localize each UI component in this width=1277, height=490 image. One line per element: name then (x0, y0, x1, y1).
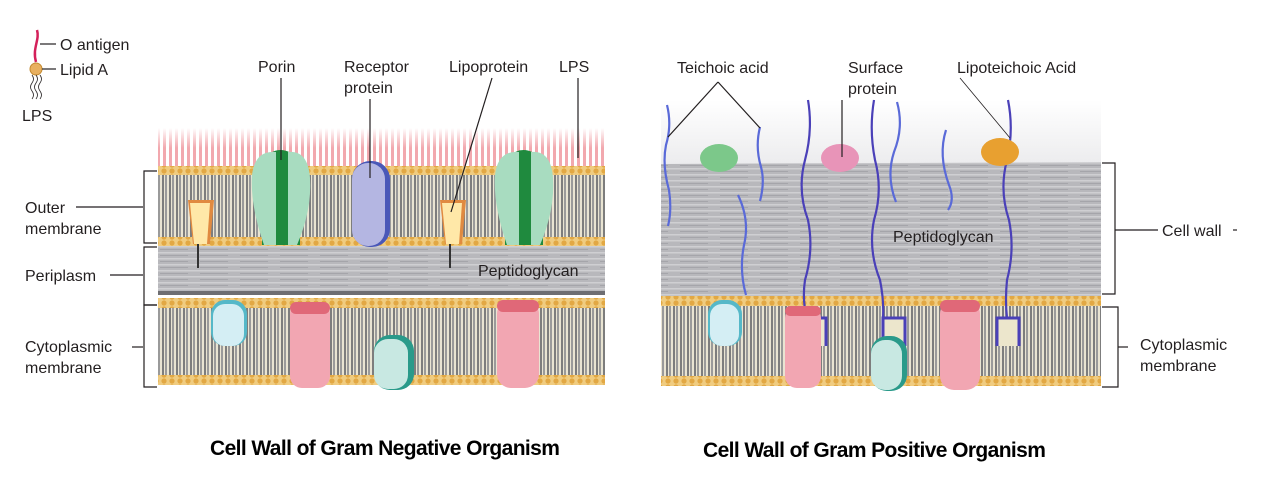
cyto-protein-pink-2 (497, 300, 539, 388)
lps-legend-label: LPS (22, 108, 52, 125)
receptor-label-2: protein (344, 80, 393, 97)
negative-side-labels: Outer membrane Periplasm Cytoplasmic mem… (25, 170, 157, 388)
surface-protein-orange (981, 138, 1019, 166)
cyto-protein-pink-1 (290, 302, 330, 388)
peptidoglycan-label-neg: Peptidoglycan (478, 263, 579, 280)
gp-cyto-protein-pink-1 (785, 306, 821, 388)
o-antigen-icon (33, 29, 39, 63)
gp-membrane-head-top (661, 296, 1101, 306)
peptidoglycan-layer (158, 246, 605, 294)
lipoprotein-2 (440, 200, 466, 268)
surface-protein-label-2: protein (848, 81, 897, 98)
lipid-a-icon (29, 62, 43, 76)
porin-1 (251, 150, 311, 245)
periplasm-bracket (143, 246, 157, 306)
lipoteichoic-strand-1 (800, 99, 812, 319)
negative-top-labels: Porin Receptor protein Lipoprotein LPS (258, 59, 589, 213)
teichoic-strand-2 (756, 126, 764, 202)
teichoic-strand-3 (737, 194, 748, 296)
gram-positive-wall: Peptidoglycan (661, 99, 1101, 391)
teichoic-acid-label: Teichoic acid (677, 60, 769, 77)
gram-negative-wall: Peptidoglycan (158, 128, 605, 390)
lipoprotein-label: Lipoprotein (449, 59, 528, 76)
outer-membrane-label-1: Outer (25, 200, 66, 217)
lipoprotein-1 (188, 200, 214, 268)
outer-membrane-bracket (143, 170, 157, 244)
cell-wall-bracket (1102, 162, 1116, 295)
surface-protein-green (700, 144, 738, 172)
positive-side-labels: Cell wall Cytoplasmic membrane (1102, 162, 1237, 388)
outer-membrane-label-2: membrane (25, 221, 102, 238)
caption-gram-positive: Cell Wall of Gram Positive Organism (703, 439, 1045, 462)
receptor-label-1: Receptor (344, 59, 410, 76)
surface-protein-pink (821, 144, 859, 172)
lipid-a-label: Lipid A (60, 62, 108, 79)
lipoteichoic-strand-2 (870, 99, 885, 319)
cell-wall-label: Cell wall (1162, 223, 1222, 240)
teichoic-strand-5 (941, 129, 953, 211)
peptidoglycan-thick-layer (661, 162, 1101, 296)
lipid-tails-icon (30, 74, 42, 100)
cyto-membrane-label-pos-1: Cytoplasmic (1140, 337, 1227, 354)
lipoteichoic-acid-label: Lipoteichoic Acid (957, 60, 1076, 77)
o-antigen-label: O antigen (60, 37, 129, 54)
periplasm-label: Periplasm (25, 268, 96, 285)
teichoic-strand-4 (889, 101, 901, 203)
caption-gram-negative: Cell Wall of Gram Negative Organism (210, 437, 559, 460)
porin-label: Porin (258, 59, 295, 76)
lps-label: LPS (559, 59, 589, 76)
surface-protein-label-1: Surface (848, 60, 903, 77)
cyto-membrane-bracket-neg (143, 304, 157, 388)
lps-legend: O antigen Lipid A LPS (22, 29, 129, 125)
cyto-membrane-label-neg-1: Cytoplasmic (25, 339, 112, 356)
cyto-membrane-label-neg-2: membrane (25, 360, 102, 377)
teichoic-strand-1 (663, 104, 672, 227)
porin-2 (494, 150, 554, 245)
cytoplasmic-membrane-head-top (158, 298, 605, 308)
cyto-membrane-bracket-pos (1102, 306, 1119, 388)
gp-cyto-protein-pink-2 (940, 300, 980, 390)
positive-top-labels: Teichoic acid Surface protein Lipoteicho… (667, 60, 1076, 157)
peptidoglycan-label-pos: Peptidoglycan (893, 229, 994, 246)
cyto-membrane-label-pos-2: membrane (1140, 358, 1217, 375)
teichoic-acids (663, 101, 953, 296)
